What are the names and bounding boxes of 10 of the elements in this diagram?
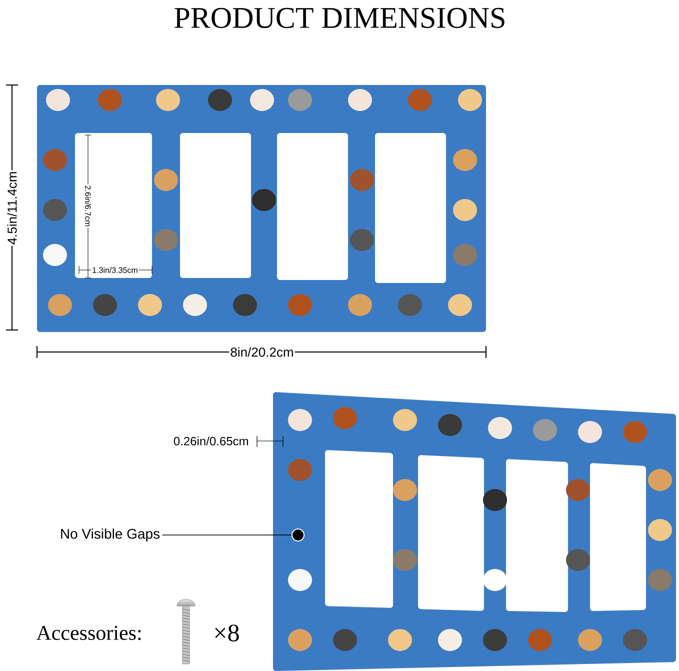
dimension-label: 4.5in/11.4cm: [7, 172, 17, 244]
title: PRODUCT DIMENSIONS: [174, 8, 504, 28]
dimension-label: 2.6in/6.7cm: [85, 186, 91, 226]
callout-label: No Visible Gaps: [61, 528, 160, 542]
accessories-label: Accessories:: [36, 626, 141, 640]
dimension-label: 8in/20.2cm: [230, 347, 293, 357]
leader-line: [162, 534, 292, 536]
dimension-label: 1.3in/3.35cm: [92, 267, 138, 273]
dimension-label: 0.26in/0.65cm: [174, 436, 248, 446]
quantity-label: ×8: [215, 624, 239, 642]
